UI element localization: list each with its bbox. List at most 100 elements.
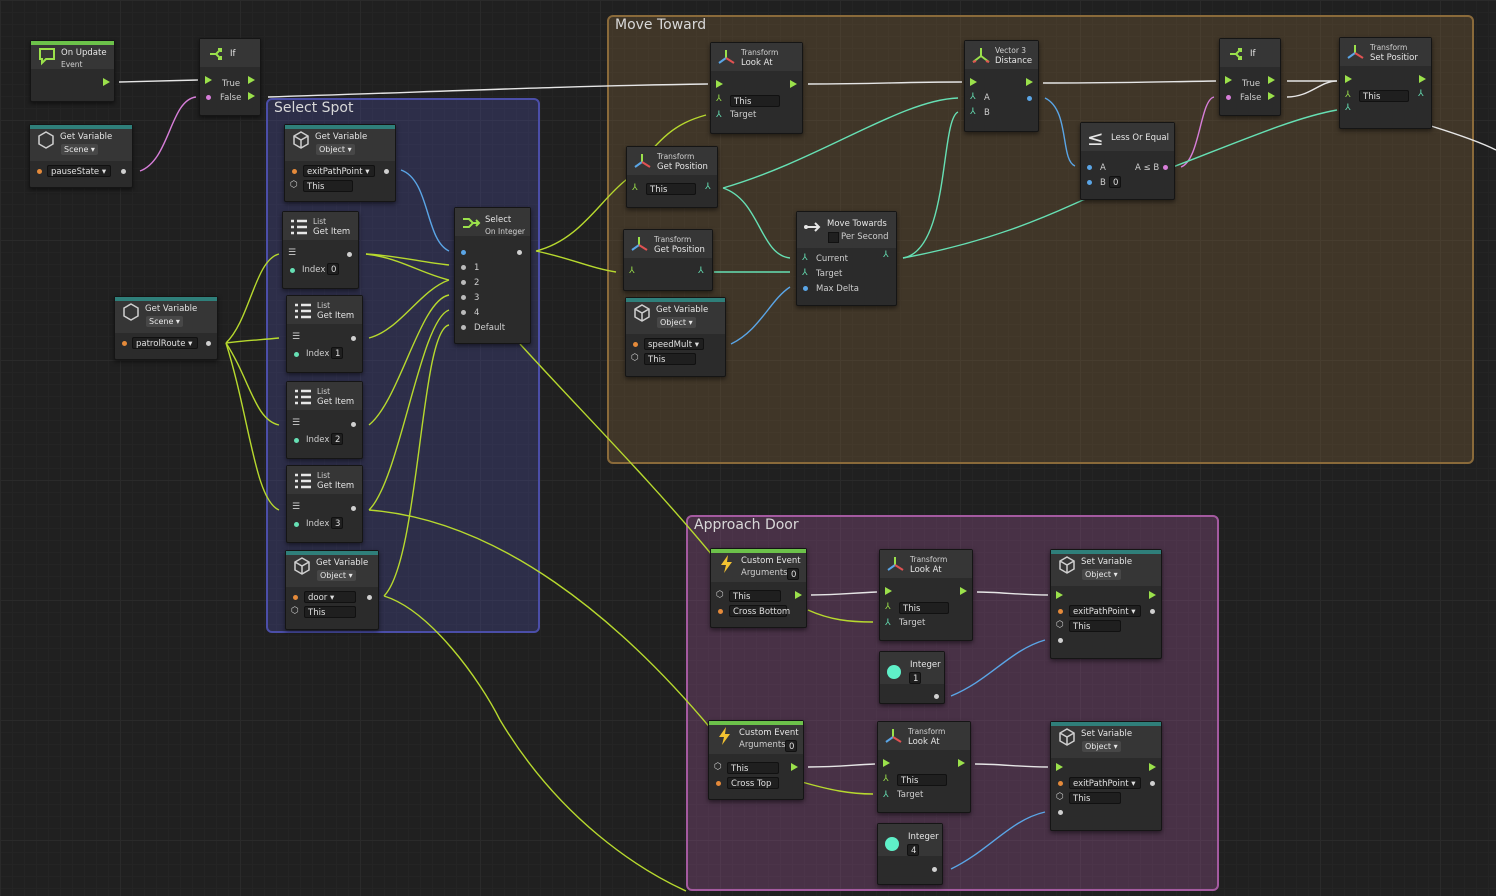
object-port-icon[interactable]: ⬡ [1056,620,1064,630]
flow-in-port[interactable] [1225,76,1232,84]
b-value-field[interactable]: 0 [1109,176,1121,188]
target-object-field[interactable]: This [730,95,780,107]
arguments-count-field[interactable]: 0 [785,740,797,752]
get-variable-exit-node[interactable]: Get Variable Object ▾ exitPathPoint ▾ ⬡ … [284,124,396,202]
flow-out-port[interactable] [103,78,110,86]
a-port[interactable] [1087,165,1092,170]
false-flow-port[interactable] [1268,92,1275,100]
option-port[interactable] [461,325,466,330]
variable-name-field[interactable]: exitPathPoint ▾ [303,165,375,177]
transform-port-icon[interactable]: ⅄ [629,266,635,276]
target-object-field[interactable]: This [646,183,696,195]
flow-in-port[interactable] [970,78,977,86]
item-out-port[interactable] [351,336,356,341]
distance-out-port[interactable] [1027,96,1032,101]
event-name-port[interactable] [718,609,723,614]
event-name-port[interactable] [716,781,721,786]
get-position-node-1[interactable]: Transform Get Position ⅄ This ⅄ [626,146,718,208]
index-port[interactable] [294,438,299,443]
look-at-node-door-2[interactable]: Transform Look At ⅄ This ⅄ Target [877,721,971,813]
index-port[interactable] [294,522,299,527]
result-out-port[interactable]: ⅄ [883,250,889,260]
list-get-item-node-0[interactable]: List Get Item ☰ Index 0 [282,211,359,289]
value-out-port[interactable] [932,867,937,872]
name-port[interactable] [1058,781,1063,786]
custom-event-node-2[interactable]: Custom Event Arguments 0 ⬡ This Cross To… [708,720,804,800]
flow-out-port[interactable] [1026,78,1033,86]
name-port[interactable] [633,342,638,347]
list-in-port[interactable]: ☰ [292,332,301,342]
object-port-icon[interactable]: ⬡ [714,762,722,772]
position-port[interactable]: ⅄ [1345,103,1351,113]
set-variable-node-1[interactable]: Set Variable Object ▾ exitPathPoint ▾ ⬡ … [1050,549,1162,659]
position-out-port[interactable]: ⅄ [698,266,704,276]
value-out-port[interactable] [1150,781,1155,786]
on-update-node[interactable]: On Update Event [30,40,115,102]
list-in-port[interactable]: ☰ [292,418,301,428]
flow-in-port[interactable] [1056,591,1063,599]
flow-out-port[interactable] [790,80,797,88]
integer-node-2[interactable]: Integer 4 [877,823,943,885]
transform-port-icon[interactable]: ⅄ [883,774,889,784]
target-object-field[interactable]: This [897,774,947,786]
group-title[interactable]: Select Spot [274,100,354,116]
get-position-node-2[interactable]: Transform Get Position ⅄ ⅄ [623,229,713,291]
kind-dropdown[interactable]: Scene ▾ [61,144,98,155]
option-port[interactable] [461,265,466,270]
name-port[interactable] [1058,609,1063,614]
true-flow-port[interactable] [248,76,255,84]
index-field[interactable]: 0 [327,263,339,275]
vector-port-icon[interactable]: ⅄ [885,618,891,628]
kind-dropdown[interactable]: Object ▾ [316,144,355,155]
flow-in-port[interactable] [205,76,212,84]
index-field[interactable]: 2 [331,433,343,445]
index-port[interactable] [290,268,295,273]
set-variable-node-2[interactable]: Set Variable Object ▾ exitPathPoint ▾ ⬡ … [1050,721,1162,831]
get-variable-patrol-node[interactable]: Get Variable Scene ▾ patrolRoute ▾ [114,296,218,360]
kind-dropdown[interactable]: Object ▾ [317,570,356,581]
target-field[interactable]: This [1069,792,1121,804]
value-out-port[interactable] [934,694,939,699]
value-out-port[interactable] [121,169,126,174]
target-field[interactable]: This [304,606,356,618]
false-flow-port[interactable] [248,92,255,100]
index-field[interactable]: 3 [331,517,343,529]
group-title[interactable]: Move Toward [615,17,707,33]
flow-in-port[interactable] [1056,763,1063,771]
flow-out-port[interactable] [795,591,802,599]
value-in-port[interactable] [1058,810,1063,815]
flow-out-port[interactable] [958,759,965,767]
event-name-field[interactable]: Cross Bottom [729,605,790,617]
arguments-count-field[interactable]: 0 [787,568,799,580]
index-port[interactable] [294,352,299,357]
target-field[interactable]: This [727,762,779,774]
name-port[interactable] [122,341,127,346]
target-field[interactable]: This [644,353,696,365]
list-in-port[interactable]: ☰ [292,502,301,512]
list-get-item-node-3[interactable]: List Get Item ☰ Index 3 [286,465,363,543]
value-out-port[interactable] [384,169,389,174]
item-out-port[interactable] [347,252,352,257]
integer-value-field[interactable]: 1 [909,672,921,684]
variable-name-field[interactable]: patrolRoute ▾ [132,337,198,349]
position-out-port[interactable]: ⅄ [705,182,711,192]
object-port-icon[interactable]: ⬡ [290,180,298,190]
integer-value-field[interactable]: 4 [907,844,919,856]
object-port-icon[interactable]: ⬡ [1056,792,1064,802]
variable-name-field[interactable]: speedMult ▾ [644,338,704,350]
variable-name-field[interactable]: door ▾ [304,591,356,603]
kind-dropdown[interactable]: Scene ▾ [146,316,183,327]
condition-port[interactable] [206,95,211,100]
target-object-field[interactable]: This [899,602,949,614]
index-field[interactable]: 1 [331,347,343,359]
true-flow-port[interactable] [1268,76,1275,84]
flow-in-port[interactable] [883,759,890,767]
list-get-item-node-2[interactable]: List Get Item ☰ Index 2 [286,381,363,459]
result-out-port[interactable] [1163,165,1168,170]
flow-out-port[interactable] [1419,75,1426,83]
target-field[interactable]: This [1069,620,1121,632]
flow-in-port[interactable] [885,587,892,595]
if-node-2[interactable]: If True False [1219,38,1281,116]
flow-out-port[interactable] [1149,763,1156,771]
name-port[interactable] [292,169,297,174]
